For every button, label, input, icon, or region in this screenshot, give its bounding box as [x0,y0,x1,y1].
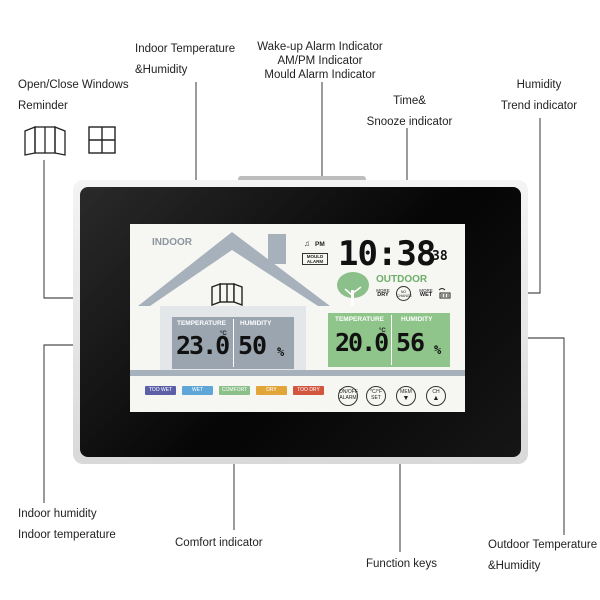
outdoor-title: OUTDOOR [376,274,428,285]
comfort-wet: WET [182,386,213,395]
signal-icon [438,288,451,299]
comfort-too-wet: TOO WET [145,386,176,395]
outdoor-temp-unit: °C [379,328,386,334]
outdoor-temp-value: 20.0 [335,328,389,357]
seconds-display: 38 [432,249,448,264]
indoor-title: INDOOR [152,237,192,248]
label-function-keys: Function keys [366,558,437,570]
outdoor-hum-label: HUMIDITY [401,316,433,323]
bell-icon: ♫ [304,239,310,248]
outdoor-panel: TEMPERATURE HUMIDITY 20.0 °C 56 % [328,313,450,367]
time-display: 10:38 [338,234,436,274]
lcd-screen: INDOOR TEMPERATURE HUMIDITY 23.0 °C 50 %… [130,224,465,412]
indoor-hum-value: 50 [238,331,267,360]
comfort-comfort: COMFORT [219,386,250,395]
outdoor-hum-unit: % [434,343,442,357]
outdoor-hum-value: 56 [396,328,425,357]
label-outdoor-temp: Outdoor Temperature&Humidity [488,539,598,572]
label-time-snooze: Time&Snooze indicator [366,95,453,128]
indoor-hum-unit: % [277,345,285,359]
comfort-dry: DRY [256,386,287,395]
pm-indicator: PM [315,241,325,248]
label-indoor-temp: Indoor Temperature&Humidity [135,43,236,76]
indoor-temp-value: 23.0 [176,331,230,360]
comfort-too-dry: TOO DRY [293,386,324,395]
indoor-temp-label: TEMPERATURE [177,320,226,327]
indoor-hum-label: HUMIDITY [240,320,272,327]
mem-key[interactable]: MEM▼ [396,386,416,406]
tree-icon [337,272,369,306]
window-closed-icon [88,126,116,154]
window-open-icon [24,126,66,156]
ch-key[interactable]: CH▲ [426,386,446,406]
indoor-temp-unit: °C [220,331,227,337]
indoor-panel: TEMPERATURE HUMIDITY 23.0 °C 50 % [172,317,294,369]
outdoor-temp-label: TEMPERATURE [335,316,384,323]
label-comfort: Comfort indicator [175,537,263,549]
